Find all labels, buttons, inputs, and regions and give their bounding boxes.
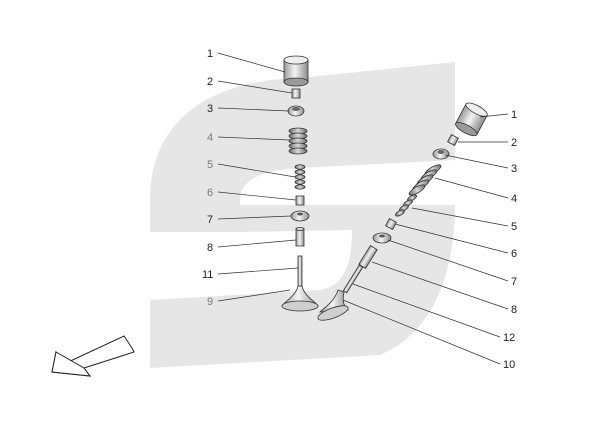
right-outer-spring — [408, 164, 442, 196]
left-tappet — [283, 55, 309, 87]
callout-label: 4 — [511, 193, 517, 205]
front-direction-arrow-icon — [51, 335, 135, 377]
callout-label: 2 — [207, 76, 213, 88]
callout-label: 8 — [207, 242, 213, 254]
left-inner-spring — [294, 164, 306, 190]
right-spring-seat — [372, 232, 392, 244]
right-shim — [447, 134, 459, 146]
right-valve-assembly — [317, 102, 488, 321]
callout-label: 7 — [511, 276, 517, 288]
right-retainer — [432, 148, 450, 160]
right-valve-head — [317, 289, 349, 321]
callout-label: 11 — [202, 269, 213, 281]
left-valve-assembly — [281, 55, 319, 312]
right-valve-stem — [342, 264, 364, 294]
callout-label: 3 — [207, 103, 213, 115]
right-callouts: 1 2 3 4 5 6 7 8 12 10 — [342, 109, 517, 371]
callout-label: 12 — [503, 332, 515, 344]
callout-label: 1 — [511, 109, 517, 121]
callout-label: 6 — [511, 248, 517, 260]
left-valve-seal — [295, 195, 305, 206]
right-valve-guide — [358, 245, 378, 269]
callout-label: 2 — [511, 137, 517, 149]
callout-label: 7 — [207, 214, 213, 226]
right-valve-seal — [385, 218, 397, 230]
left-valve-head — [281, 285, 319, 312]
left-callouts: 1 2 3 4 5 6 7 8 11 9 — [202, 48, 299, 308]
left-retainer — [287, 105, 305, 117]
callout-label: 3 — [511, 163, 517, 175]
left-outer-spring — [288, 127, 308, 155]
callout-label: 10 — [503, 359, 515, 371]
left-valve-stem — [297, 255, 303, 287]
callout-label: 1 — [207, 48, 213, 60]
left-spring-seat — [290, 210, 310, 222]
callout-label: 9 — [207, 296, 213, 308]
left-shim — [291, 88, 301, 99]
left-valve-guide — [295, 227, 305, 247]
callout-label: 8 — [511, 304, 517, 316]
callout-label: 6 — [207, 187, 213, 199]
right-tappet — [455, 102, 488, 137]
callout-label: 5 — [511, 221, 517, 233]
callout-label: 4 — [207, 132, 213, 144]
callout-label: 5 — [207, 159, 213, 171]
right-inner-spring — [395, 194, 417, 217]
